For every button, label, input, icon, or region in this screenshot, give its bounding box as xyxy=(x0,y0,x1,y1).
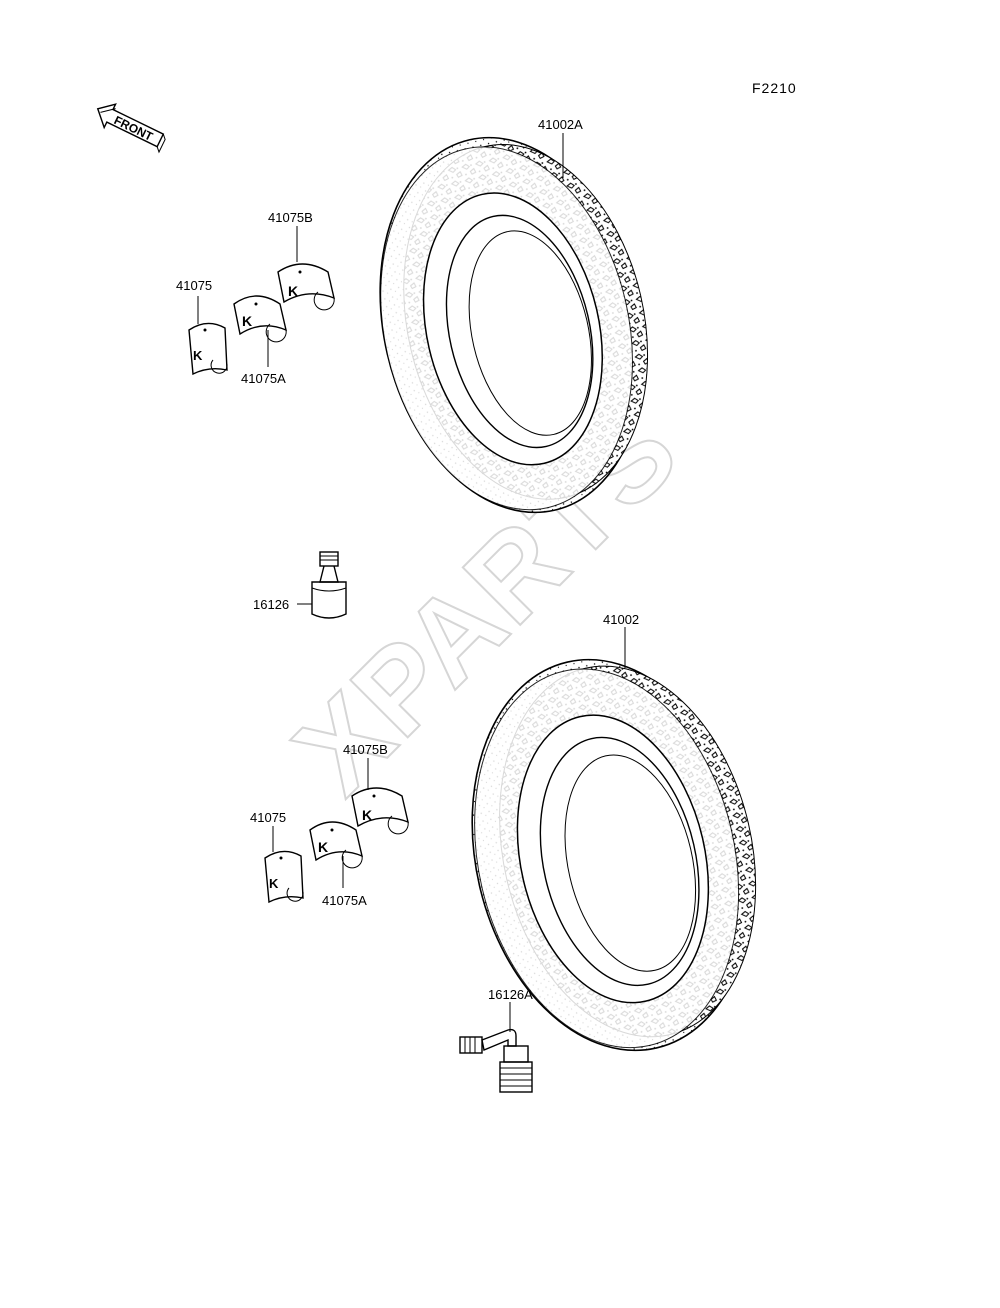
lower-tire-drawing xyxy=(471,658,757,1052)
svg-text:K: K xyxy=(193,348,203,363)
svg-text:K: K xyxy=(242,313,252,329)
lower-weight-a-label: 41075A xyxy=(322,893,367,908)
figure-code: F2210 xyxy=(752,80,797,96)
upper-valve-label: 16126 xyxy=(253,597,289,612)
lower-tire-label: 41002 xyxy=(603,612,639,627)
upper-weight-a-drawing: K xyxy=(233,295,287,343)
front-arrow-icon: FRONT xyxy=(96,103,166,154)
upper-valve-drawing xyxy=(311,551,347,619)
lower-valve-label: 16126A xyxy=(488,987,533,1002)
svg-text:K: K xyxy=(288,283,298,299)
upper-weight-drawing: K xyxy=(188,322,228,376)
upper-tire-drawing xyxy=(379,136,649,514)
svg-text:K: K xyxy=(318,839,328,855)
lower-weight-drawing: K xyxy=(264,850,304,904)
lower-weight-a-drawing: K xyxy=(309,821,363,869)
upper-weight-b-label: 41075B xyxy=(268,210,313,225)
upper-weight-label: 41075 xyxy=(176,278,212,293)
lower-assembly: 41002 K 41075B K 41075A K 41075 xyxy=(250,612,757,1093)
svg-text:K: K xyxy=(269,876,279,891)
upper-weight-b-drawing: K xyxy=(277,263,335,311)
lower-weight-label: 41075 xyxy=(250,810,286,825)
upper-assembly: 41002A K 41075B K 41075A K 41075 xyxy=(176,117,649,619)
svg-text:K: K xyxy=(362,807,372,823)
lower-weight-b-label: 41075B xyxy=(343,742,388,757)
upper-weight-a-label: 41075A xyxy=(241,371,286,386)
front-label: FRONT xyxy=(112,113,156,144)
upper-tire-label: 41002A xyxy=(538,117,583,132)
lower-valve-drawing xyxy=(459,1028,533,1093)
